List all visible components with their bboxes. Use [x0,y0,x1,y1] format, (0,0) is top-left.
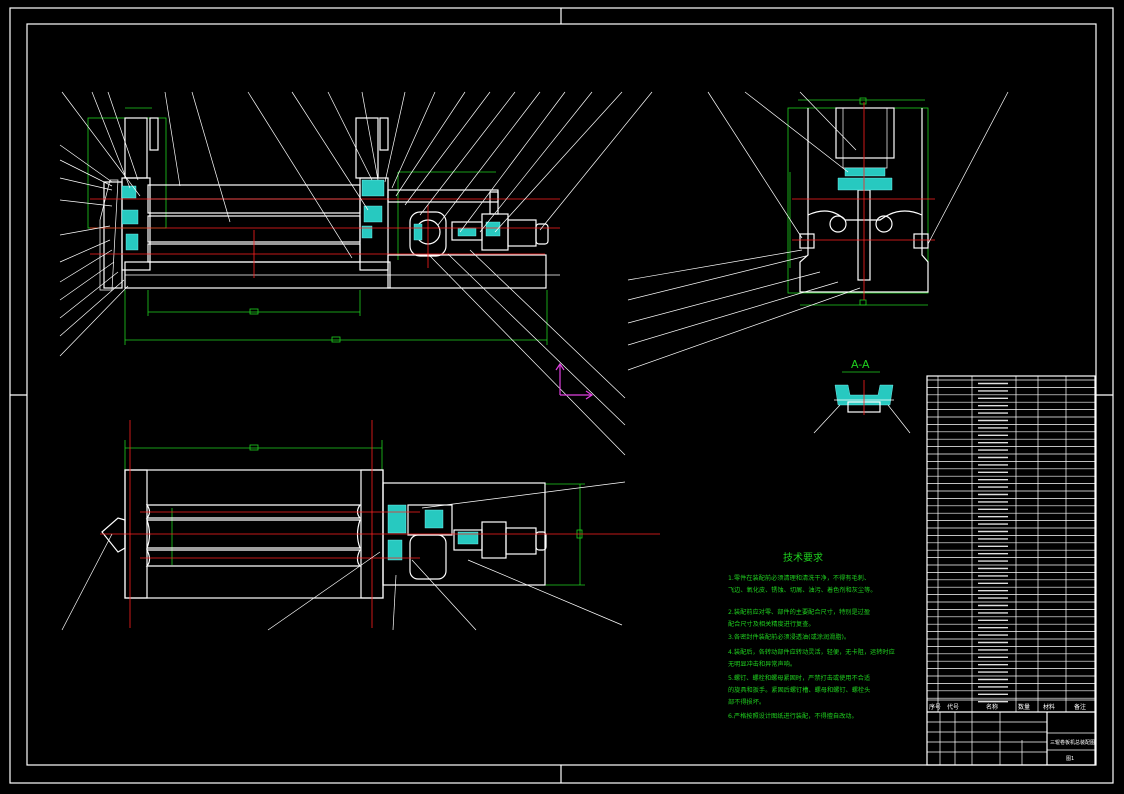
header-cell: 备注 [1074,703,1086,711]
technical-requirements: 技术要求 1.零件在装配前必须清理和清洗干净，不得有毛刺、 飞边、氧化皮、锈蚀、… [728,551,895,720]
header-cell: 数量 [1018,703,1030,711]
parts-list: 序号 代号 名称 数量 材料 备注 三辊卷板机总装配图 图1 [926,375,1096,766]
tech-req-title: 技术要求 [783,551,823,564]
header-cell: 名称 [986,703,998,711]
tech-req-line: 1.零件在装配前必须清理和清洗干净，不得有毛刺、 [728,574,870,582]
tech-req-line: 部不得损坏。 [728,698,765,706]
tech-req-line: 配合尺寸及相关精度进行复查。 [728,620,815,628]
tech-req-line: 的旋具和扳手。紧固后螺钉槽、螺母和螺钉、螺栓头 [728,686,870,694]
tech-req-line: 飞边、氧化皮、锈蚀、切屑、油污、着色剂和灰尘等。 [728,586,877,594]
sheet-number: 图1 [1066,756,1074,762]
section-a-a: A-A [813,358,911,434]
tech-req-line: 4.装配后，各转动部件应转动灵活，轻便，无卡阻，运转时应 [728,648,895,656]
sheet-border [9,7,1114,784]
header-cell: 材料 [1043,703,1055,711]
tech-req-line: 3.各密封件装配前必须浸透油(或涂润滑脂)。 [728,633,850,641]
front-view [59,91,653,456]
drawing-name: 三辊卷板机总装配图 [1050,739,1095,746]
header-cell: 序号 [929,703,941,711]
parts-list-rows [927,379,1095,703]
tech-req-line: 5.螺钉、螺栓和螺母紧固时，严禁打击或使用不合适 [728,674,870,682]
section-title: A-A [851,358,870,371]
tech-req-line: 2.装配前应对零、部件的主要配合尺寸，特别是过盈 [728,608,870,616]
title-block: 三辊卷板机总装配图 图1 [927,712,1095,765]
top-view [61,420,660,631]
axis-marker [555,362,594,400]
side-view [627,91,1009,371]
tech-req-line: 无明显冲击和异常声响。 [728,660,796,668]
tech-req-line: 6.严格按照设计图纸进行装配，不得擅自改动。 [728,712,858,720]
header-cell: 代号 [947,703,959,711]
